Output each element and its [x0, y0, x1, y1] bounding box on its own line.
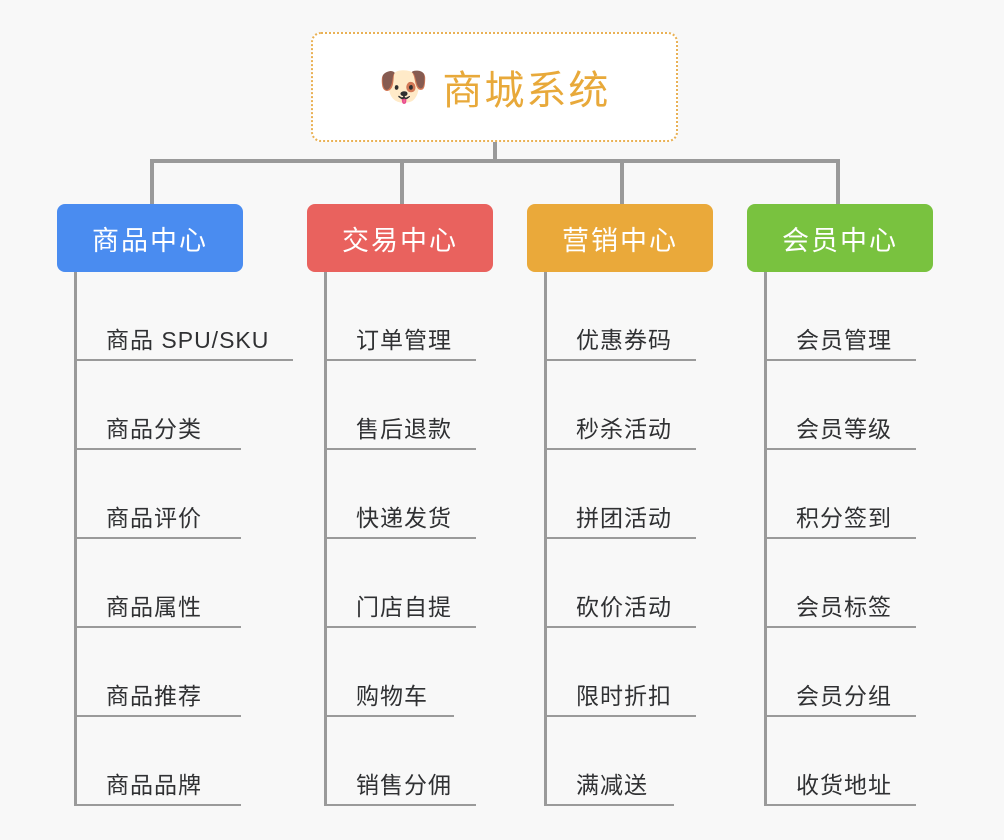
leaf-underline [764, 626, 916, 628]
leaf-label: 会员管理 [796, 327, 892, 353]
dog-face-icon: 🐶 [378, 65, 429, 109]
leaf-list: 优惠券码 秒杀活动 拼团活动 砍价活动 限时折扣 满减送 [544, 272, 696, 806]
list-item[interactable]: 优惠券码 [544, 272, 696, 361]
leaf-label: 购物车 [356, 683, 428, 709]
branch-spine [544, 272, 547, 806]
leaf-label: 商品品牌 [106, 772, 202, 798]
list-item[interactable]: 商品分类 [74, 361, 281, 450]
leaf-underline [324, 804, 476, 806]
category-label: 会员中心 [782, 225, 898, 256]
list-item[interactable]: 门店自提 [324, 539, 476, 628]
leaf-underline [324, 359, 476, 361]
branch-spine [764, 272, 767, 806]
leaf-label: 拼团活动 [576, 505, 672, 531]
leaf-label: 商品分类 [106, 416, 202, 442]
leaf-underline [324, 537, 476, 539]
leaf-underline [544, 537, 696, 539]
leaf-label: 商品推荐 [106, 683, 202, 709]
root-title: 商城系统 [442, 69, 611, 113]
leaf-label: 秒杀活动 [576, 416, 672, 442]
leaf-underline [544, 804, 674, 806]
leaf-label: 订单管理 [356, 327, 452, 353]
leaf-label: 商品评价 [106, 505, 202, 531]
list-item[interactable]: 限时折扣 [544, 628, 696, 717]
list-item[interactable]: 秒杀活动 [544, 361, 696, 450]
list-item[interactable]: 售后退款 [324, 361, 476, 450]
list-item[interactable]: 会员管理 [764, 272, 916, 361]
leaf-underline [324, 626, 476, 628]
leaf-underline [74, 448, 241, 450]
leaf-label: 砍价活动 [576, 594, 672, 620]
leaf-underline [324, 715, 454, 717]
list-item[interactable]: 会员分组 [764, 628, 916, 717]
list-item[interactable]: 商品推荐 [74, 628, 281, 717]
leaf-list: 商品 SPU/SKU 商品分类 商品评价 商品属性 商品推荐 商品品牌 [74, 272, 293, 806]
leaf-label: 满减送 [576, 772, 648, 798]
category-box-member-center[interactable]: 会员中心 [747, 204, 933, 272]
list-item[interactable]: 拼团活动 [544, 450, 696, 539]
branch-drop-line-4 [836, 159, 840, 205]
root-stem-line [493, 142, 497, 162]
leaf-label: 会员等级 [796, 416, 892, 442]
list-item[interactable]: 商品属性 [74, 539, 281, 628]
leaf-label: 会员分组 [796, 683, 892, 709]
leaf-underline [764, 537, 916, 539]
category-box-product-center[interactable]: 商品中心 [57, 204, 243, 272]
list-item[interactable]: 快递发货 [324, 450, 476, 539]
leaf-label: 门店自提 [356, 594, 452, 620]
list-item[interactable]: 商品评价 [74, 450, 281, 539]
category-label: 交易中心 [342, 225, 458, 256]
leaf-label: 销售分佣 [356, 772, 452, 798]
list-item[interactable]: 销售分佣 [324, 717, 476, 806]
branch-spine [324, 272, 327, 806]
leaf-label: 商品 SPU/SKU [106, 327, 270, 353]
leaf-underline [544, 626, 696, 628]
leaf-label: 商品属性 [106, 594, 202, 620]
branch-spine [74, 272, 77, 806]
branch-drop-line-2 [400, 159, 404, 205]
list-item[interactable]: 会员标签 [764, 539, 916, 628]
list-item[interactable]: 会员等级 [764, 361, 916, 450]
branch-drop-line-3 [620, 159, 624, 205]
leaf-underline [764, 715, 916, 717]
leaf-label: 积分签到 [796, 505, 892, 531]
leaf-underline [764, 804, 916, 806]
branch-drop-line-1 [150, 159, 154, 205]
leaf-label: 限时折扣 [576, 683, 672, 709]
leaf-label: 快递发货 [356, 505, 452, 531]
leaf-underline [74, 804, 241, 806]
leaf-list: 订单管理 售后退款 快递发货 门店自提 购物车 销售分佣 [324, 272, 476, 806]
leaf-underline [74, 359, 293, 361]
category-label: 商品中心 [92, 225, 208, 256]
leaf-label: 售后退款 [356, 416, 452, 442]
leaf-underline [74, 626, 241, 628]
list-item[interactable]: 订单管理 [324, 272, 476, 361]
leaf-underline [324, 448, 476, 450]
leaf-underline [764, 359, 916, 361]
leaf-underline [74, 715, 241, 717]
leaf-underline [544, 448, 696, 450]
branch-bus-line [150, 159, 840, 163]
leaf-label: 优惠券码 [576, 327, 672, 353]
list-item[interactable]: 商品品牌 [74, 717, 281, 806]
list-item[interactable]: 满减送 [544, 717, 684, 806]
list-item[interactable]: 积分签到 [764, 450, 916, 539]
category-box-marketing-center[interactable]: 营销中心 [527, 204, 713, 272]
leaf-label: 会员标签 [796, 594, 892, 620]
leaf-list: 会员管理 会员等级 积分签到 会员标签 会员分组 收货地址 [764, 272, 916, 806]
category-box-trade-center[interactable]: 交易中心 [307, 204, 493, 272]
list-item[interactable]: 商品 SPU/SKU [74, 272, 293, 361]
list-item[interactable]: 购物车 [324, 628, 464, 717]
leaf-underline [764, 448, 916, 450]
list-item[interactable]: 收货地址 [764, 717, 916, 806]
list-item[interactable]: 砍价活动 [544, 539, 696, 628]
root-node[interactable]: 🐶 商城系统 [311, 32, 678, 142]
leaf-underline [544, 715, 696, 717]
leaf-underline [74, 537, 241, 539]
leaf-label: 收货地址 [796, 772, 892, 798]
leaf-underline [544, 359, 696, 361]
category-label: 营销中心 [562, 225, 678, 256]
